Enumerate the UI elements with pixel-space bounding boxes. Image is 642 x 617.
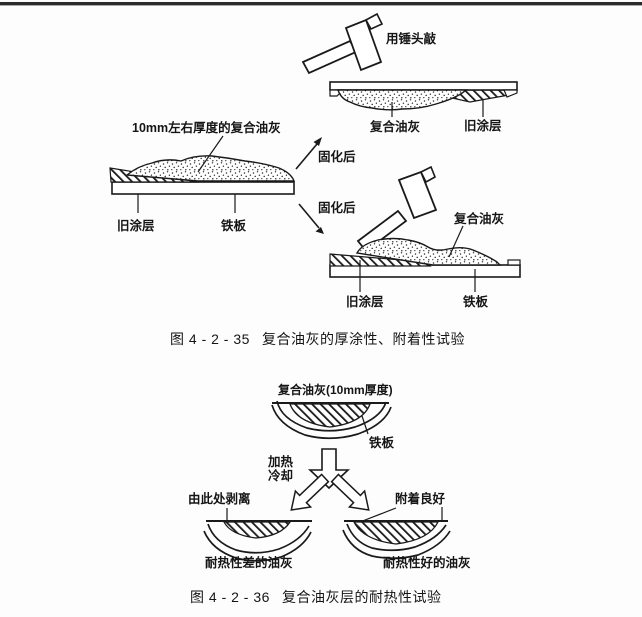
hammer-icon bbox=[301, 12, 384, 75]
label-putty-thickness: 10mm左右厚度的复合油灰 bbox=[132, 120, 281, 135]
label-after-curing-upper: 固化后 bbox=[318, 149, 356, 164]
peeled-dish: 由此处剥离 耐热性差的油灰 bbox=[188, 491, 312, 570]
branch-arrow-left bbox=[290, 473, 330, 511]
leader-line bbox=[359, 507, 397, 523]
arrow-shaft bbox=[298, 203, 320, 229]
before-panel: 10mm左右厚度的复合油灰 旧涂层 铁板 bbox=[109, 120, 296, 233]
branch-arrow-right bbox=[330, 473, 370, 511]
label-iron-plate: 铁板 bbox=[221, 218, 247, 233]
flipped-panel: 复合油灰 旧涂层 bbox=[329, 81, 518, 134]
label-iron-plate: 铁板 bbox=[369, 435, 395, 450]
figure-35-caption-title: 复合油灰的厚涂性、附着性试验 bbox=[262, 331, 465, 347]
label-old-coating: 旧涂层 bbox=[117, 218, 155, 233]
putty-lens bbox=[289, 403, 371, 428]
arrow-shaft bbox=[295, 143, 318, 170]
top-dish: 铁板 bbox=[271, 400, 395, 450]
hammer-claw bbox=[419, 165, 437, 184]
plate-curve-lower bbox=[271, 404, 392, 440]
label-peels-off-here: 由此处剥离 bbox=[188, 491, 251, 506]
plate-lip-right bbox=[503, 89, 518, 98]
label-good-adhesion: 附着良好 bbox=[395, 491, 446, 506]
label-heating: 加热 bbox=[267, 454, 294, 469]
plate-lip-right bbox=[507, 259, 521, 266]
label-poor-heat-resistance: 耐热性差的油灰 bbox=[205, 555, 293, 570]
putty-lens bbox=[222, 521, 292, 539]
label-cooling: 冷却 bbox=[268, 468, 293, 483]
putty-lens bbox=[352, 521, 440, 545]
adhered-dish: 附着良好 耐热性好的油灰 bbox=[342, 491, 471, 570]
label-composite-putty: 复合油灰 bbox=[369, 119, 421, 134]
cure-arrow-up bbox=[295, 137, 322, 170]
cure-arrow-down bbox=[298, 203, 324, 234]
leader-line bbox=[448, 225, 464, 258]
iron-plate bbox=[329, 264, 521, 278]
composite-putty-mound bbox=[355, 237, 502, 266]
label-composite-putty: 复合油灰 bbox=[453, 211, 505, 226]
figure-35-caption-number: 图 4 - 2 - 35 bbox=[170, 331, 250, 347]
plate-curve-upper bbox=[276, 400, 387, 432]
label-old-coating: 旧涂层 bbox=[464, 118, 502, 133]
label-iron-plate: 铁板 bbox=[463, 294, 489, 309]
after-panel: 复合油灰 旧涂层 铁板 bbox=[329, 211, 521, 309]
label-old-coating: 旧涂层 bbox=[346, 294, 384, 309]
iron-plate bbox=[111, 181, 295, 195]
label-good-heat-resistance: 耐热性好的油灰 bbox=[383, 555, 471, 570]
figure-36: 复合油灰(10mm厚度) 铁板 加热 冷却 由此处剥离 耐热性差的油灰 bbox=[188, 382, 471, 605]
figure-36-caption-title: 复合油灰层的耐热性试验 bbox=[282, 589, 442, 605]
plate-curve-lower bbox=[203, 530, 312, 562]
hammer-head bbox=[397, 170, 438, 220]
arrow-head bbox=[315, 227, 324, 234]
composite-putty-blob bbox=[337, 89, 468, 111]
label-after-curing-lower: 固化后 bbox=[318, 200, 356, 215]
figure-36-caption-number: 图 4 - 2 - 36 bbox=[190, 589, 270, 605]
plate-curve-lower bbox=[342, 529, 451, 560]
hammer-icon bbox=[356, 165, 438, 253]
label-tap-with-hammer: 用锤头敲 bbox=[385, 31, 437, 46]
hammer-claw bbox=[364, 12, 384, 31]
plate-curve-upper bbox=[207, 523, 310, 554]
composite-putty-mound bbox=[125, 155, 296, 182]
leader-line bbox=[361, 415, 369, 435]
label-putty-10mm: 复合油灰(10mm厚度) bbox=[277, 382, 393, 397]
iron-plate bbox=[329, 81, 518, 91]
page-top-rule bbox=[0, 2, 642, 6]
hammer-head bbox=[344, 18, 383, 72]
hammer-handle bbox=[301, 39, 358, 75]
plate-curve-upper bbox=[346, 523, 447, 552]
leader-line bbox=[197, 135, 224, 173]
arrow-head bbox=[313, 137, 322, 146]
figure-35: 用锤头敲 复合油灰 旧涂层 10mm左右厚度的复合油灰 旧涂层 铁板 bbox=[109, 12, 521, 347]
